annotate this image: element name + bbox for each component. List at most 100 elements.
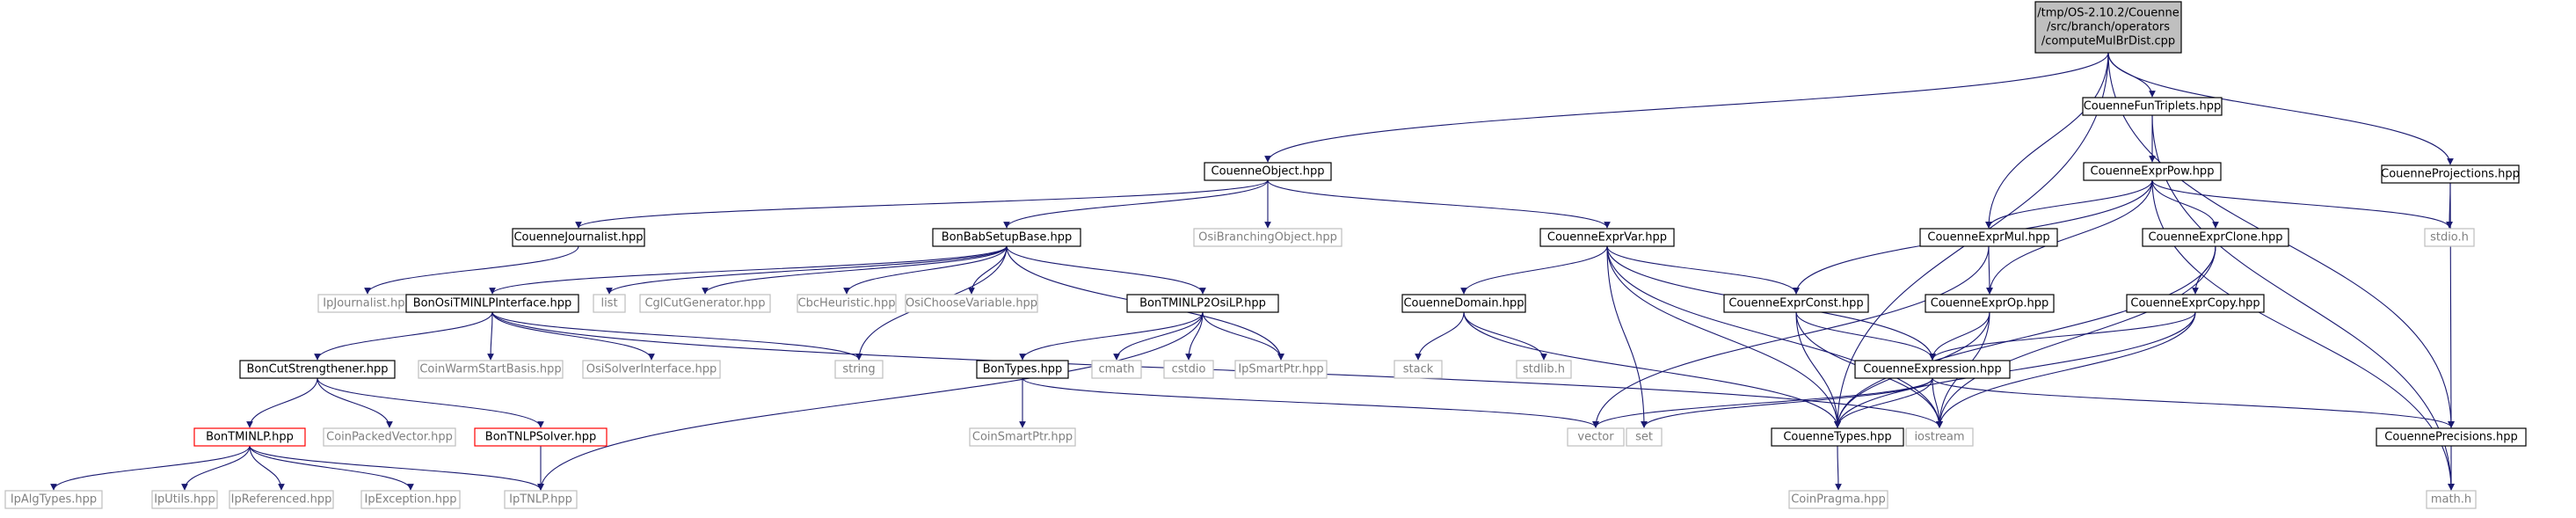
edge-couennedomain-to-stack <box>1415 311 1465 361</box>
edge-couenneexpression-to-couennetypes <box>1834 377 1933 428</box>
node-label: /tmp/OS-2.10.2/Couenne <box>2037 7 2179 20</box>
node-set: set <box>1626 427 1663 447</box>
node-label: CouenneExprClone.hpp <box>2148 231 2282 244</box>
node-bontminlp[interactable]: BonTMINLP.hpp <box>193 427 306 447</box>
node-bontypes[interactable]: BonTypes.hpp <box>976 360 1069 379</box>
edge-couenneexprconst-to-couenneexpression <box>1795 311 1936 361</box>
node-box <box>582 360 721 379</box>
node-box <box>1193 228 1343 247</box>
edge-couenneobject-to-bonbabsetupbase <box>1003 179 1269 229</box>
edge-couenneprojections-to-couenneprecisions <box>2448 182 2455 428</box>
node-ipjournalist: IpJournalist.hpp <box>317 294 418 313</box>
edge-couennefuntriplets-to-math <box>2151 114 2455 491</box>
node-coinpackedvector: CoinPackedVector.hpp <box>323 427 456 447</box>
edge-bontminlp-to-iptnlp <box>249 445 544 491</box>
node-box <box>1905 427 1974 447</box>
node-box <box>2381 164 2520 184</box>
node-label: CouenneExprPow.hpp <box>2091 165 2215 179</box>
node-label: CouenneExprOp.hpp <box>1931 297 2049 310</box>
node-list: list <box>593 294 626 313</box>
node-box <box>1567 427 1625 447</box>
node-label: BonTNLPSolver.hpp <box>485 431 596 444</box>
node-couenneexprconst[interactable]: CouenneExprConst.hpp <box>1723 294 1869 313</box>
edge-couenneexprvar-to-couennedomain <box>1460 245 1608 295</box>
node-label: CouenneTypes.hpp <box>1783 431 1891 444</box>
node-label: BonTMINLP2OsiLP.hpp <box>1139 297 1266 310</box>
node-math: math.h <box>2426 490 2477 509</box>
edge-bonbabsetupbase-to-cbcheuristic <box>843 245 1008 295</box>
node-box <box>1394 360 1443 379</box>
node-label: CouenneProjections.hpp <box>2381 168 2520 181</box>
node-label: IpSmartPtr.hpp <box>1238 363 1323 376</box>
node-couenneexprclone[interactable]: CouenneExprClone.hpp <box>2142 228 2289 247</box>
node-box <box>405 294 579 313</box>
node-box <box>2126 294 2265 313</box>
edge-root-to-couenneobject <box>1264 52 2109 163</box>
node-bonbabsetupbase[interactable]: BonBabSetupBase.hpp <box>932 228 1081 247</box>
node-couenneprecisions[interactable]: CouennePrecisions.hpp <box>2376 427 2527 447</box>
node-cglcutgenerator: CglCutGenerator.hpp <box>639 294 771 313</box>
node-couenneexprpow[interactable]: CouenneExprPow.hpp <box>2083 162 2222 181</box>
node-bonositminlpinterface[interactable]: BonOsiTMINLPInterface.hpp <box>405 294 579 313</box>
node-label: set <box>1635 431 1653 444</box>
node-label: BonTypes.hpp <box>983 363 1063 376</box>
edge-couenneexprvar-to-iostream <box>1606 245 1943 428</box>
node-label: math.h <box>2431 493 2471 507</box>
node-root[interactable]: /tmp/OS-2.10.2/Couenne/src/branch/operat… <box>2034 1 2182 54</box>
node-box <box>1854 360 2011 379</box>
node-osibranchingobject: OsiBranchingObject.hpp <box>1193 228 1343 247</box>
node-couenneexprop[interactable]: CouenneExprOp.hpp <box>1925 294 2055 313</box>
node-label: BonTMINLP.hpp <box>206 431 294 444</box>
node-stdlib: stdlib.h <box>1516 360 1572 379</box>
node-bontnlpsolver[interactable]: BonTNLPSolver.hpp <box>474 427 608 447</box>
node-couenneexprcopy[interactable]: CouenneExprCopy.hpp <box>2126 294 2265 313</box>
edge-couenneexprvar-to-set <box>1606 245 1648 428</box>
node-label: vector <box>1577 431 1614 444</box>
node-label: CouenneExpression.hpp <box>1863 363 2001 376</box>
node-couenneprojections[interactable]: CouenneProjections.hpp <box>2381 164 2520 184</box>
node-box <box>1163 360 1214 379</box>
node-label: IpAlgTypes.hpp <box>11 493 97 507</box>
node-label: OsiBranchingObject.hpp <box>1198 231 1337 244</box>
node-iptnlp: IpTNLP.hpp <box>504 490 578 509</box>
node-iputils: IpUtils.hpp <box>151 490 218 509</box>
node-box <box>976 360 1069 379</box>
node-couennejournalist[interactable]: CouenneJournalist.hpp <box>512 228 645 247</box>
node-box <box>1723 294 1869 313</box>
edges-layer <box>50 52 2455 491</box>
node-couennefuntriplets[interactable]: CouenneFunTriplets.hpp <box>2082 97 2223 116</box>
node-label: cmath <box>1098 363 1134 376</box>
node-label: CouenneJournalist.hpp <box>513 231 643 244</box>
node-box <box>2426 490 2477 509</box>
node-label: CouenneExprConst.hpp <box>1728 297 1863 310</box>
edge-couenneobject-to-couenneexprvar <box>1267 179 1611 229</box>
node-couenneexprvar[interactable]: CouenneExprVar.hpp <box>1539 228 1675 247</box>
node-label: list <box>600 297 617 310</box>
node-couenneobject[interactable]: CouenneObject.hpp <box>1204 162 1332 181</box>
edge-bonositminlpinterface-to-coinwarmstartbasis <box>487 311 494 361</box>
edge-couenneexprvar-to-couenneexprconst <box>1606 245 1800 295</box>
node-couenneexpression[interactable]: CouenneExpression.hpp <box>1854 360 2011 379</box>
node-ipsmartptr: IpSmartPtr.hpp <box>1234 360 1328 379</box>
edge-couenneexprpow-to-couenneexprmul <box>1985 179 2153 229</box>
node-couennedomain[interactable]: CouenneDomain.hpp <box>1401 294 1526 313</box>
node-label: stdlib.h <box>1523 363 1565 376</box>
edge-bonbabsetupbase-to-list <box>606 245 1008 295</box>
edge-couenneexprcopy-to-couenneexpression <box>1929 311 2196 361</box>
node-cbcheuristic: CbcHeuristic.hpp <box>797 294 897 313</box>
edge-couenneexprvar-to-couennetypes <box>1606 245 1841 428</box>
node-box <box>834 360 884 379</box>
node-boncutstrengthener[interactable]: BonCutStrengthener.hpp <box>239 360 396 379</box>
node-label: stack <box>1403 363 1434 376</box>
node-box <box>360 490 461 509</box>
node-bontminlp2osilp[interactable]: BonTMINLP2OsiLP.hpp <box>1126 294 1279 313</box>
node-label: CouenneExprVar.hpp <box>1547 231 1667 244</box>
edge-couenneexpression-to-set <box>1641 377 1933 428</box>
node-couenneexprmul[interactable]: CouenneExprMul.hpp <box>1919 228 2058 247</box>
edge-bontminlp-to-ipexception <box>249 445 414 491</box>
node-box <box>2082 97 2223 116</box>
edge-bonbabsetupbase-to-cglcutgenerator <box>702 245 1008 295</box>
node-couennetypes[interactable]: CouenneTypes.hpp <box>1771 427 1904 447</box>
node-label: CouenneFunTriplets.hpp <box>2084 100 2222 113</box>
node-box <box>639 294 771 313</box>
